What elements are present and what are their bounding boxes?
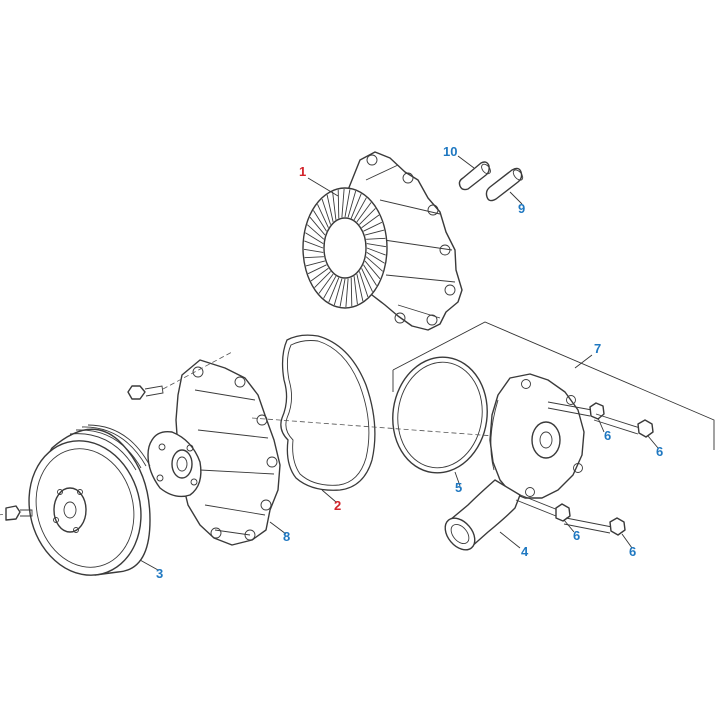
bolt-upper-long[interactable]: [593, 413, 654, 438]
fan-fin: [339, 278, 346, 307]
fan-fin: [333, 278, 343, 306]
fan-fin: [353, 197, 367, 221]
assembly-axis: [251, 417, 549, 441]
fan-fin: [353, 276, 358, 305]
fan-fin: [364, 229, 385, 236]
callout-6-upper-short: 6: [604, 428, 611, 443]
callout-8: 8: [283, 529, 290, 544]
callout-6-upper-long: 6: [656, 444, 663, 459]
fan-fin: [358, 271, 369, 298]
fan-fin: [309, 216, 326, 236]
o-ring-part-5[interactable]: [385, 351, 494, 479]
callout-3: 3: [156, 566, 163, 581]
fan-fin: [326, 194, 334, 222]
fan-fin: [356, 202, 372, 223]
callout-7: 7: [594, 341, 601, 356]
fan-fin: [307, 264, 327, 275]
fan-fin: [341, 188, 345, 218]
fan-fin: [350, 193, 362, 219]
fan-fin: [344, 189, 351, 218]
fan-fin: [317, 204, 329, 228]
fan-fin: [363, 221, 383, 232]
callout-1: 1: [299, 164, 306, 179]
callout-labels: 1 2 3 4 5 6 6 6 6 7 8 9 10: [156, 144, 663, 581]
fan-fin: [307, 224, 325, 240]
fan-fin: [318, 273, 334, 294]
fan-fin: [310, 267, 329, 282]
fan-fin: [366, 237, 386, 240]
fan-fin: [366, 243, 387, 248]
fan-housing-part-1[interactable]: [302, 151, 463, 331]
fan-fin: [323, 275, 337, 299]
pump-housing-part-8[interactable]: [147, 359, 281, 546]
fan-fin: [321, 198, 332, 225]
fan-fin: [313, 210, 327, 232]
bolt-lower-long[interactable]: [563, 517, 626, 536]
fan-fin: [350, 277, 353, 307]
part-7-bracket: [392, 321, 715, 450]
fan-fin: [305, 260, 326, 267]
fan-fin: [345, 278, 349, 308]
fan-fin: [365, 256, 383, 272]
callout-9: 9: [518, 201, 525, 216]
dowel-pin-10[interactable]: [458, 161, 492, 191]
fan-fin: [361, 214, 380, 229]
fan-fin: [328, 277, 340, 303]
fan-fin: [304, 256, 324, 259]
fan-fin: [305, 232, 324, 244]
fan-fin: [366, 252, 385, 264]
callout-2: 2: [334, 498, 341, 513]
pulley-part-3[interactable]: [14, 424, 155, 588]
fan-fin: [364, 260, 381, 280]
housing-bolt[interactable]: [127, 351, 233, 400]
fan-fin: [337, 189, 340, 219]
pulley-bolt[interactable]: [0, 505, 33, 521]
leader-lines: [139, 155, 659, 571]
pump-cover-part-4[interactable]: [439, 373, 585, 556]
callout-6-lower-long: 6: [629, 544, 636, 559]
fan-fin: [359, 208, 376, 225]
bolt-lower-short[interactable]: [515, 493, 571, 522]
fan-fin: [332, 191, 337, 220]
fan-fin: [356, 274, 364, 302]
fan-fin: [361, 268, 373, 292]
fan-fin: [363, 264, 377, 286]
callout-5: 5: [455, 480, 462, 495]
callout-4: 4: [521, 544, 529, 559]
gasket-part-2[interactable]: [280, 334, 376, 491]
dowel-pin-9[interactable]: [485, 167, 524, 202]
callout-10: 10: [443, 144, 457, 159]
fan-fin: [304, 240, 324, 249]
fan-fin: [303, 248, 324, 253]
fan-fin: [314, 271, 331, 288]
fan-fin: [347, 190, 357, 218]
fan-fin: [366, 247, 386, 256]
callout-6-lower-short: 6: [573, 528, 580, 543]
